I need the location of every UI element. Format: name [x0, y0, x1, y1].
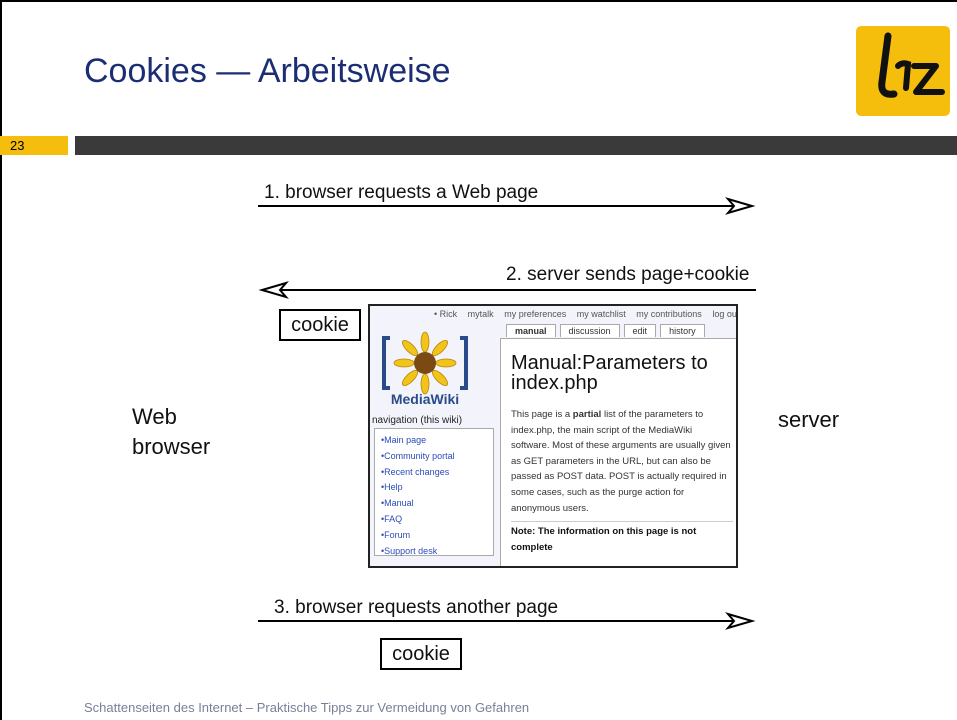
- wiki-body-lead: This page is a: [511, 409, 573, 420]
- step2-label: 2. server sends page+cookie: [506, 264, 750, 285]
- request-arrow-right: [258, 197, 756, 215]
- step3-label: 3. browser requests another page: [274, 597, 559, 618]
- wiki-tab-manual: manual: [506, 324, 556, 337]
- second-request-arrow-right: [258, 612, 756, 630]
- wiki-personal-link: mytalk: [467, 309, 494, 319]
- wiki-tabs: manual discussion edit history: [506, 324, 705, 337]
- wiki-personal-link: my contributions: [636, 309, 702, 319]
- wiki-personal-link: my watchlist: [576, 309, 626, 319]
- wiki-tab-discussion: discussion: [559, 324, 620, 337]
- header-bar: [75, 136, 957, 155]
- wiki-nav-item: Main page: [381, 433, 493, 449]
- slide-title: Cookies — Arbeitsweise: [84, 52, 451, 90]
- client-label-line2: browser: [132, 434, 211, 459]
- wiki-nav-item: Recent changes: [381, 465, 493, 481]
- response-arrow-left: [258, 281, 756, 299]
- wiki-body-bold: partial: [572, 409, 602, 420]
- slide-footer: Schattenseiten des Internet – Praktische…: [84, 700, 530, 715]
- wiki-tab-edit: edit: [623, 324, 657, 337]
- wiki-tab-history: history: [660, 324, 705, 337]
- wiki-nav-item: Community portal: [381, 449, 493, 465]
- wiki-heading: Manual:Parameters to index.php: [511, 352, 708, 394]
- wiki-nav-title: navigation (this wiki): [372, 415, 463, 426]
- wiki-personal-link: my preferences: [504, 309, 567, 319]
- wiki-page-screenshot: • Rick mytalk my preferences my watchlis…: [368, 304, 738, 568]
- wiki-user-link: • Rick: [434, 309, 458, 319]
- wiki-body-rest: list of the parameters to index.php, the…: [511, 409, 731, 514]
- wiki-body-text: This page is a partial list of the param…: [511, 407, 733, 516]
- cookie-box-response: cookie: [279, 309, 361, 341]
- wiki-content: Manual:Parameters to index.php This page…: [500, 338, 736, 566]
- client-label: Web browser: [132, 402, 210, 462]
- mediawiki-logo: MediaWiki: [382, 331, 468, 407]
- client-label-line1: Web: [132, 404, 177, 429]
- wiki-navigation: Main page Community portal Recent change…: [374, 428, 494, 556]
- step1-label: 1. browser requests a Web page: [264, 182, 539, 203]
- wiki-nav-item: Manual: [381, 496, 493, 512]
- slide-number: 23: [0, 136, 68, 155]
- mediawiki-logo-text: MediaWiki: [391, 391, 459, 407]
- wiki-note: Note: The information on this page is no…: [511, 521, 733, 555]
- cookie-box-request: cookie: [380, 638, 462, 670]
- wiki-nav-item: Forum: [381, 528, 493, 544]
- lrz-logo: [856, 26, 950, 116]
- wiki-personal-link: log out: [712, 309, 738, 319]
- wiki-nav-item: FAQ: [381, 512, 493, 528]
- wiki-nav-item: Help: [381, 480, 493, 496]
- server-label: server: [778, 407, 840, 432]
- wiki-nav-item: Support desk: [381, 544, 493, 560]
- wiki-personal-links: • Rick mytalk my preferences my watchlis…: [434, 309, 738, 319]
